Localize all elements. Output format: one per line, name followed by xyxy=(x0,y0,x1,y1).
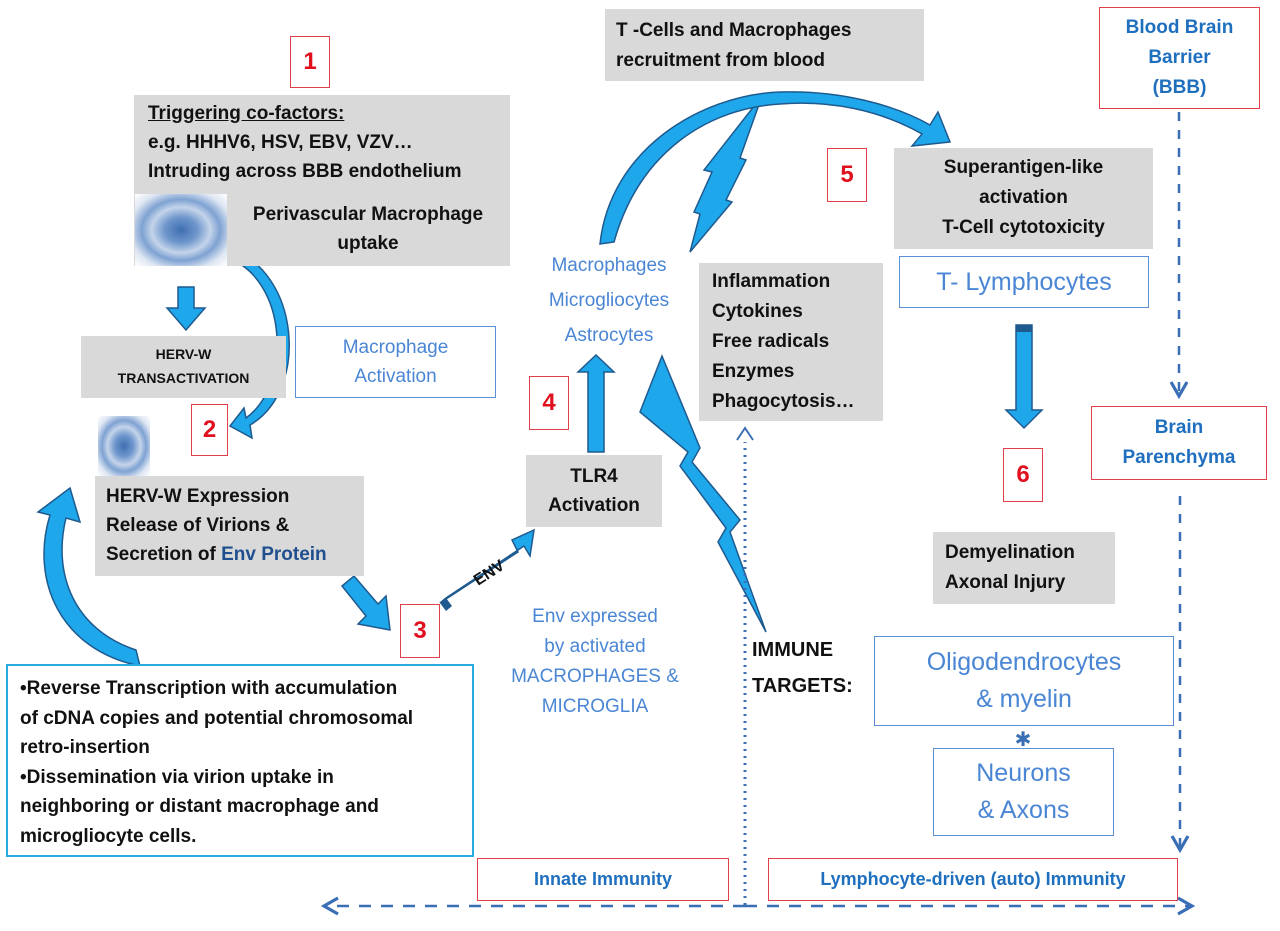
glia-microgliocytes: Microgliocytes xyxy=(548,290,670,311)
macrophage-activation-line-1: Macrophage xyxy=(342,337,449,358)
glia-astrocytes: Astrocytes xyxy=(564,325,654,346)
env-expressed-label: Env expressed by activated MACROPHAGES &… xyxy=(488,602,702,722)
phagocytosis-item: Phagocytosis… xyxy=(712,391,855,412)
brain-parenchyma-line-1: Brain xyxy=(1154,417,1204,438)
step-number-2: 2 xyxy=(191,404,228,456)
superantigen-line-2: activation xyxy=(979,187,1068,208)
inflammation-box: Inflammation Cytokines Free radicals Enz… xyxy=(699,263,883,421)
env-expressed-line-4: MICROGLIA xyxy=(541,696,649,717)
tlr4-line-1: TLR4 xyxy=(570,466,618,487)
arrow-to-step3 xyxy=(340,574,391,631)
star-connector-icon: ✱ xyxy=(1015,729,1032,751)
env-protein-label: Env Protein xyxy=(221,544,327,565)
step-number-6: 6 xyxy=(1003,448,1043,502)
bbb-line-3: (BBB) xyxy=(1152,77,1207,98)
step-number-4: 4 xyxy=(529,376,569,430)
glial-cells-label: Macrophages Microgliocytes Astrocytes xyxy=(526,248,692,353)
step-number-3: 3 xyxy=(400,604,440,658)
superantigen-line-1: Superantigen-like xyxy=(943,157,1104,178)
rt-line-2: of cDNA copies and potential chromosomal xyxy=(20,707,414,729)
env-expressed-line-2: by activated xyxy=(544,636,646,657)
cytokines-item: Cytokines xyxy=(712,301,803,322)
neurons-box: Neurons & Axons xyxy=(933,748,1114,836)
perivascular-uptake-label: Perivascular Macrophage uptake xyxy=(230,200,506,258)
rt-line-6: microgliocyte cells. xyxy=(20,825,197,847)
step-number-1: 1 xyxy=(290,36,330,88)
tlr4-line-2: Activation xyxy=(548,495,640,516)
transactivation-line-1: HERV-W xyxy=(155,346,212,362)
expression-line-1: HERV-W Expression xyxy=(106,486,290,507)
expression-line-2: Release of Virions & xyxy=(106,515,290,536)
expression-line-3: Secretion of Env Protein xyxy=(106,540,364,569)
rt-line-1: •Reverse Transcription with accumulation xyxy=(20,678,398,699)
rt-line-5: neighboring or distant macrophage and xyxy=(20,796,379,817)
uptake-line-2: uptake xyxy=(337,233,399,254)
uptake-line-1: Perivascular Macrophage xyxy=(252,204,484,225)
neurons-line-1: Neurons xyxy=(976,759,1071,787)
curved-feedback-arrow xyxy=(36,486,142,667)
immune-targets-line-1: IMMUNE xyxy=(752,639,834,661)
oligodendrocytes-box: Oligodendrocytes & myelin xyxy=(874,636,1174,726)
brain-parenchyma-line-2: Parenchyma xyxy=(1122,447,1236,468)
cofactors-examples: e.g. HHHV6, HSV, EBV, VZV… xyxy=(148,132,413,153)
enzymes-item: Enzymes xyxy=(712,361,795,382)
bbb-line-1: Blood Brain xyxy=(1125,17,1234,38)
arrow-up-to-glia xyxy=(576,353,616,453)
arrow-down-to-transactivation xyxy=(165,286,207,332)
oligodendrocytes-line-2: & myelin xyxy=(976,685,1072,713)
lightning-bolt-to-targets xyxy=(639,353,767,633)
env-arrow xyxy=(439,528,535,611)
expression-line-3-prefix: Secretion of xyxy=(106,544,222,565)
env-expressed-line-1: Env expressed xyxy=(532,606,658,627)
transactivation-line-2: TRANSACTIVATION xyxy=(117,370,250,386)
rt-line-3: retro-insertion xyxy=(20,737,150,758)
immune-targets-label: IMMUNE TARGETS: xyxy=(752,632,872,704)
infected-cell-image xyxy=(98,416,150,476)
recruitment-box: T -Cells and Macrophages recruitment fro… xyxy=(605,9,924,81)
demyelination-line-1: Demyelination xyxy=(945,542,1075,563)
demyelination-box: Demyelination Axonal Injury xyxy=(933,532,1115,604)
brain-parenchyma-box: Brain Parenchyma xyxy=(1091,406,1267,480)
demyelination-line-2: Axonal Injury xyxy=(945,572,1066,593)
glia-macrophages: Macrophages xyxy=(551,255,667,276)
arc-arrow-recruitment xyxy=(599,91,952,245)
perivascular-macrophage-image xyxy=(135,194,227,266)
herv-w-expression-box: HERV-W Expression Release of Virions & S… xyxy=(95,476,364,576)
macrophage-activation-line-2: Activation xyxy=(354,366,437,387)
herv-w-transactivation-box: HERV-W TRANSACTIVATION xyxy=(81,336,286,398)
innate-immunity-box: Innate Immunity xyxy=(477,858,729,901)
macrophage-activation-box: Macrophage Activation xyxy=(295,326,496,398)
superantigen-box: Superantigen-like activation T-Cell cyto… xyxy=(894,148,1153,249)
dotted-arrowhead-icon xyxy=(736,426,754,441)
cofactors-bbb: Intruding across BBB endothelium xyxy=(148,161,462,182)
bbb-line-2: Barrier xyxy=(1148,47,1211,68)
arrow-down-to-step6 xyxy=(1004,324,1044,430)
immune-targets-line-2: TARGETS: xyxy=(752,675,853,697)
env-expressed-line-3: MACROPHAGES & xyxy=(511,666,679,687)
rt-line-4: •Dissemination via virion uptake in xyxy=(20,766,334,788)
neurons-line-2: & Axons xyxy=(977,796,1070,824)
step-number-5: 5 xyxy=(827,148,867,202)
oligodendrocytes-line-1: Oligodendrocytes xyxy=(926,648,1122,676)
triggering-cofactors-title: Triggering co-factors: xyxy=(148,103,345,124)
recruitment-line-2: recruitment from blood xyxy=(616,50,826,71)
t-lymphocytes-box: T- Lymphocytes xyxy=(899,256,1149,308)
superantigen-line-3: T-Cell cytotoxicity xyxy=(942,217,1105,238)
tlr4-activation-box: TLR4 Activation xyxy=(526,455,662,527)
blood-brain-barrier-box: Blood Brain Barrier (BBB) xyxy=(1099,7,1260,109)
inflammation-item: Inflammation xyxy=(712,271,831,292)
lightning-bolt-recruitment xyxy=(689,95,763,253)
reverse-transcription-box: •Reverse Transcription with accumulation… xyxy=(6,664,474,857)
free-radicals-item: Free radicals xyxy=(712,331,830,352)
recruitment-line-1: T -Cells and Macrophages xyxy=(616,20,852,41)
lymphocyte-immunity-box: Lymphocyte-driven (auto) Immunity xyxy=(768,858,1178,901)
